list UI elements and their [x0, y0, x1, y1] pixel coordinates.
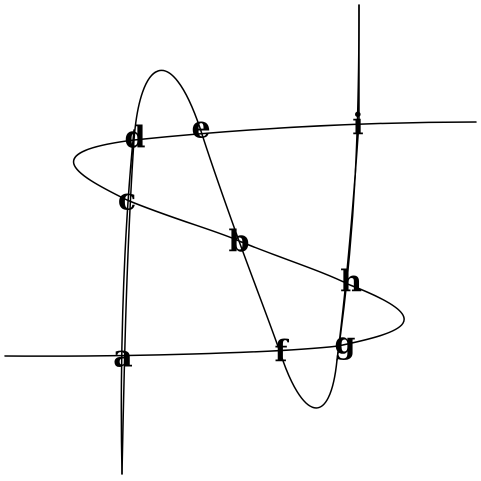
curve-bottom-horizontal: [4, 345, 339, 357]
curve-right-vertical: [336, 4, 360, 361]
curve-top-horizontal: [133, 121, 477, 141]
point-label-g: g: [335, 327, 356, 362]
point-label-a: a: [113, 340, 132, 375]
point-label-c: c: [118, 183, 136, 218]
point-label-f: f: [275, 335, 290, 370]
curve-tall-loop: [121, 4, 360, 475]
point-label-h: h: [340, 265, 362, 300]
point-label-b: b: [229, 225, 250, 260]
curve-left-vertical: [120, 129, 135, 475]
point-label-e: e: [191, 111, 210, 146]
point-label-i: i: [352, 108, 363, 143]
point-label-d: d: [125, 121, 146, 156]
